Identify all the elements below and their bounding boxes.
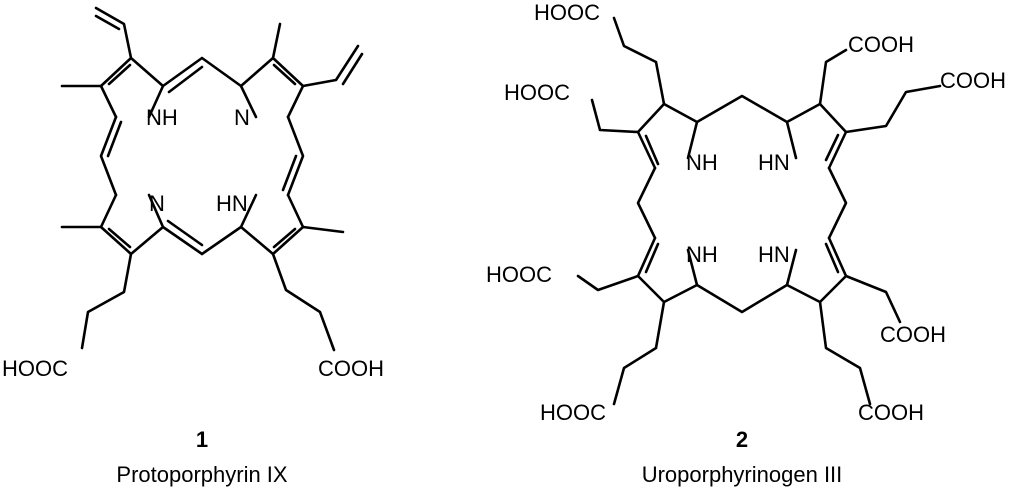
nh-label-top-left: NH <box>146 105 178 130</box>
n-label-bottom-left: N <box>149 191 165 216</box>
nh-label-bottom-left-2: NH <box>686 242 718 267</box>
hn-label-bottom-right-2: HN <box>758 242 790 267</box>
n-label-top-right: N <box>234 105 250 130</box>
acid-label-top-outer-right: COOH <box>940 68 1006 93</box>
acid-label-top-outer-left: HOOC <box>534 0 600 25</box>
acid-label-bottom-outer-left: HOOC <box>540 400 606 425</box>
nh-label-top-left-2: NH <box>686 150 718 175</box>
hn-label-top-right-2: HN <box>758 150 790 175</box>
acid-label-bottom-inner-right: COOH <box>880 322 946 347</box>
acid-label-top-inner-left: HOOC <box>504 80 570 105</box>
uroporphyrinogen-structure <box>576 16 942 406</box>
protoporphyrin-structure <box>60 6 364 352</box>
acid-label-top-inner-right: COOH <box>848 32 914 57</box>
acid-label-left: HOOC <box>2 356 68 381</box>
compound-name-1: Protoporphyrin IX <box>116 462 288 487</box>
compound-number-2: 2 <box>736 427 748 452</box>
acid-label-right: COOH <box>318 356 384 381</box>
hn-label-bottom-right: HN <box>216 191 248 216</box>
compound-number-1: 1 <box>196 427 208 452</box>
acid-label-bottom-outer-right: COOH <box>858 400 924 425</box>
acid-label-bottom-inner-left: HOOC <box>486 262 552 287</box>
compound-name-2: Uroporphyrinogen III <box>642 462 843 487</box>
